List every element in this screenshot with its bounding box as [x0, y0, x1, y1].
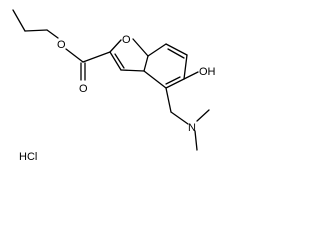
amine-nitrogen-label: N [188, 122, 196, 134]
furan-oxygen-label: O [122, 34, 131, 46]
bond-c5-c4-inner [165, 76, 181, 85]
bond-carbonyl-to-ring [82, 51, 111, 63]
structure-canvas: O O O OH N HCl [12, 9, 216, 163]
bond-ethyl-o [46, 29, 59, 39]
bond-c5-oh [183, 71, 199, 80]
hydroxyl-label: OH [199, 66, 216, 78]
bond-o-carbonyl-c [65, 48, 84, 63]
bond-ethyl-ch2 [24, 29, 48, 32]
carbonyl-oxygen-label: O [79, 83, 88, 95]
bond-ch2-n [170, 111, 189, 125]
bond-c4-ch2 [165, 87, 172, 113]
bond-c2-c3-inner [114, 53, 125, 69]
bond-n-me-down [194, 130, 198, 151]
bond-n-me-up [196, 109, 210, 122]
bond-c3a-c7a [143, 55, 149, 72]
molecule-drawing: O O O OH N HCl [12, 9, 216, 163]
ester-oxygen-label: O [57, 39, 66, 51]
bond-c7-c6 [165, 43, 188, 56]
bond-c5-c4 [165, 78, 185, 89]
bond-c6-c5 [183, 54, 188, 80]
bond-c3-c3a [120, 69, 145, 72]
bond-c4-c3a [143, 70, 167, 89]
hydrochloride-label: HCl [19, 151, 37, 163]
bond-c2-c3 [109, 51, 122, 71]
bond-ethyl-ch3 [12, 9, 26, 32]
bond-c7-c6-inner [167, 48, 185, 59]
bond-c2-o1 [109, 39, 122, 53]
bond-o1-c7a [132, 38, 149, 57]
bond-c7a-c7 [147, 43, 167, 57]
